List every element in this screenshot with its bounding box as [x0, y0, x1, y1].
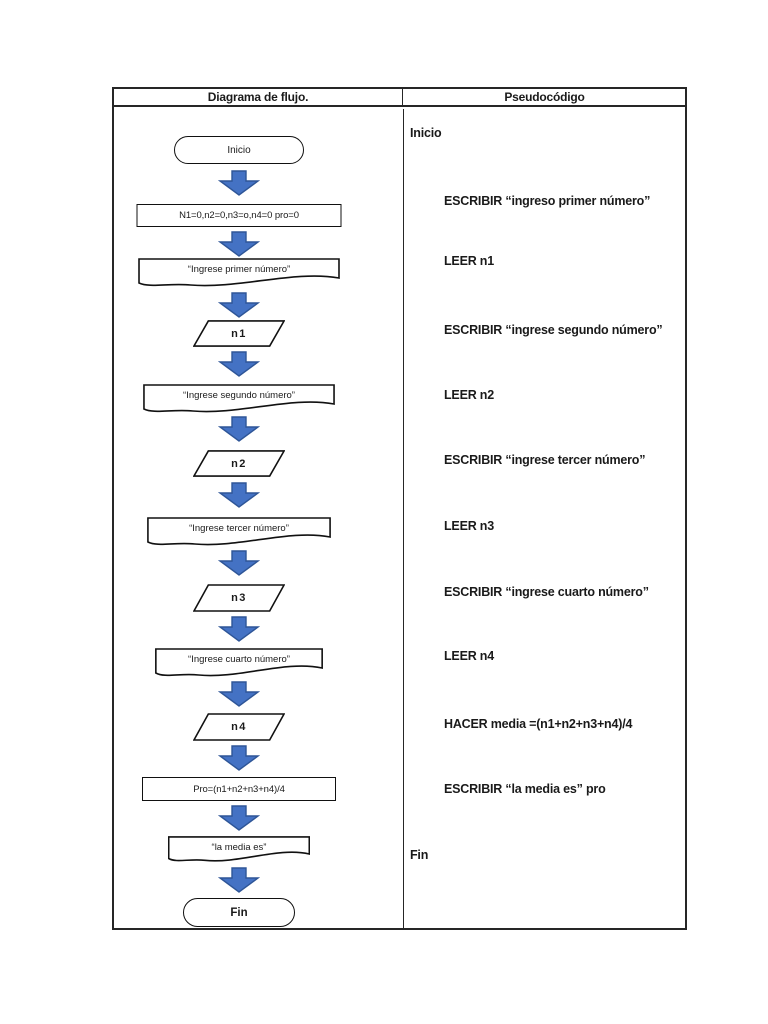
document-shape-icon — [138, 258, 340, 288]
flow-label: N1=0,n2=0,n3=o,n4=0 pro=0 — [179, 210, 299, 221]
pseudocode-line: LEER n1 — [444, 254, 494, 268]
down-arrow-icon — [218, 416, 260, 442]
flow-label: “la media es” — [211, 841, 267, 853]
flow-label: n2 — [231, 457, 247, 470]
pseudocode-line: LEER n2 — [444, 388, 494, 402]
flow-document-tercer: “Ingrese tercer número” — [147, 517, 331, 547]
pseudocode-line: HACER media =(n1+n2+n3+n4)/4 — [444, 717, 633, 731]
pseudocode-line: ESCRIBIR “la media es” pro — [444, 782, 606, 796]
pseudocode-line: ESCRIBIR “ingreso primer número” — [444, 194, 651, 208]
pseudocode-line: LEER n4 — [444, 649, 494, 663]
document-shape-icon — [168, 836, 310, 863]
flow-document-cuarto: “Ingrese cuarto número” — [155, 648, 323, 678]
column-header-flowchart: Diagrama de flujo. — [114, 89, 403, 105]
document-shape-icon — [143, 384, 335, 414]
two-column-table: Diagrama de flujo. Pseudocódigo Inicio N… — [112, 87, 687, 930]
down-arrow-icon — [218, 805, 260, 831]
pseudocode-line: Inicio — [410, 126, 442, 140]
down-arrow-icon — [218, 292, 260, 318]
flow-label: n4 — [231, 721, 247, 733]
pseudocode-line: ESCRIBIR “ingrese cuarto número” — [444, 585, 649, 599]
down-arrow-icon — [218, 681, 260, 707]
down-arrow-icon — [218, 231, 260, 257]
pseudocode-line: Fin — [410, 848, 429, 862]
flow-document-primer: “Ingrese primer número” — [138, 258, 340, 288]
flow-process-promedio: Pro=(n1+n2+n3+n4)/4 — [142, 777, 336, 801]
pseudocode-line: ESCRIBIR “ingrese segundo número” — [444, 323, 663, 337]
parallelogram-shape-icon — [193, 584, 285, 612]
down-arrow-icon — [218, 550, 260, 576]
flow-label: “Ingrese tercer número” — [189, 522, 289, 534]
flow-terminator-fin: Fin — [183, 898, 295, 927]
flow-io-n1: n1 — [193, 320, 285, 347]
document-shape-icon — [147, 517, 331, 547]
down-arrow-icon — [218, 745, 260, 771]
flow-io-n2: n2 — [193, 450, 285, 477]
down-arrow-icon — [218, 170, 260, 196]
parallelogram-shape-icon — [193, 713, 285, 741]
flow-io-n4: n4 — [193, 713, 285, 741]
parallelogram-shape-icon — [193, 320, 285, 347]
flow-label: “Ingrese primer número” — [187, 263, 291, 275]
pseudocode-line: ESCRIBIR “ingrese tercer número” — [444, 453, 646, 467]
column-header-pseudocode: Pseudocódigo — [504, 90, 585, 104]
document-shape-icon — [155, 648, 323, 678]
flow-label: Inicio — [227, 144, 251, 156]
flow-io-n3: n3 — [193, 584, 285, 612]
flow-label: n1 — [231, 327, 247, 340]
flow-terminator-inicio: Inicio — [174, 136, 304, 164]
down-arrow-icon — [218, 351, 260, 377]
parallelogram-shape-icon — [193, 450, 285, 477]
pseudocode-panel: Inicio ESCRIBIR “ingreso primer número” … — [403, 109, 685, 928]
down-arrow-icon — [218, 482, 260, 508]
flow-label: n3 — [231, 592, 247, 604]
down-arrow-icon — [218, 616, 260, 642]
flowchart-panel: Inicio N1=0,n2=0,n3=o,n4=0 pro=0 “Ingres… — [114, 109, 403, 928]
flow-document-segundo: “Ingrese segundo número” — [143, 384, 335, 414]
pseudocode-line: LEER n3 — [444, 519, 494, 533]
flow-label: Fin — [230, 906, 248, 919]
flow-label: “Ingrese segundo número” — [183, 389, 295, 401]
flow-label: “Ingrese cuarto número” — [188, 653, 290, 665]
flow-process-init: N1=0,n2=0,n3=o,n4=0 pro=0 — [136, 204, 342, 227]
table-header-row: Diagrama de flujo. Pseudocódigo — [114, 89, 685, 107]
flow-document-media: “la media es” — [168, 836, 310, 863]
down-arrow-icon — [218, 867, 260, 893]
flow-label: Pro=(n1+n2+n3+n4)/4 — [193, 783, 285, 795]
